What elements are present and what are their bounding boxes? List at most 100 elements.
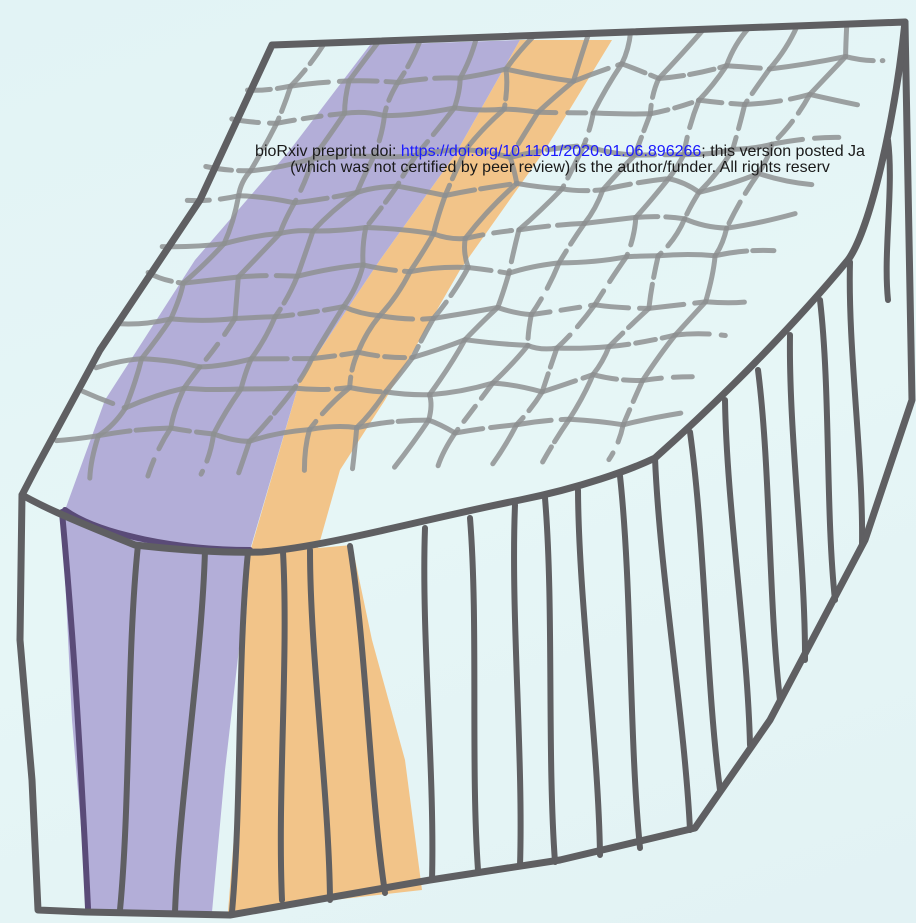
- cell-wall-segment: [313, 156, 374, 159]
- front-cell-wall: [545, 498, 555, 862]
- front-cell-wall: [690, 432, 720, 790]
- cell-wall-segment: [622, 64, 659, 79]
- front-cell-wall: [424, 528, 432, 880]
- cell-wall-segment: [626, 217, 635, 256]
- cell-wall-segment: [585, 217, 636, 223]
- cell-wall-segment: [251, 123, 277, 171]
- purple-band-side: [62, 515, 250, 912]
- cell-wall-segment: [562, 189, 603, 191]
- cell-wall-segment: [675, 334, 725, 336]
- cell-wall-segment: [429, 420, 455, 433]
- cell-wall-segment: [650, 100, 699, 114]
- cell-wall-segment: [493, 425, 517, 464]
- cell-wall-segment: [745, 69, 770, 105]
- cell-wall-segment: [593, 113, 650, 114]
- front-cell-wall: [655, 458, 690, 830]
- cell-wall-segment: [846, 57, 883, 61]
- cell-wall-segment: [241, 388, 294, 389]
- cell-wall-segment: [465, 340, 528, 346]
- cell-wall-segment: [846, 24, 847, 57]
- cell-wall-segment: [509, 263, 559, 273]
- cell-wall-segment: [733, 105, 745, 150]
- cell-wall-segment: [280, 231, 313, 234]
- cell-wall-segment: [455, 425, 516, 433]
- cell-wall-segment: [517, 419, 570, 425]
- cell-wall-segment: [531, 305, 595, 315]
- cell-wall-segment: [649, 256, 658, 309]
- cell-wall-segment: [468, 268, 509, 274]
- front-cell-wall: [850, 262, 862, 545]
- front-cell-wall: [725, 400, 750, 745]
- cell-wall-segment: [493, 383, 543, 392]
- cell-wall-segment: [557, 347, 609, 349]
- cell-wall-segment: [699, 100, 745, 104]
- cell-wall-segment: [184, 388, 241, 389]
- cell-wall-segment: [727, 66, 770, 69]
- cell-wall-segment: [650, 79, 659, 114]
- cell-wall-segment: [715, 250, 774, 255]
- cell-wall-segment: [187, 196, 238, 201]
- cell-wall-segment: [706, 302, 745, 303]
- cell-wall-segment: [685, 219, 727, 228]
- cell-wall-segment: [593, 375, 643, 381]
- cell-wall-segment: [569, 419, 623, 425]
- cell-wall-segment: [395, 420, 429, 467]
- cell-wall-segment: [733, 144, 772, 149]
- cell-wall-segment: [386, 392, 430, 395]
- cell-wall-segment: [595, 257, 627, 305]
- cell-wall-segment: [658, 219, 685, 256]
- front-cell-wall: [470, 518, 478, 870]
- cell-wall-segment: [623, 413, 681, 425]
- cell-wall-segment: [810, 94, 858, 104]
- cell-wall-segment: [623, 381, 642, 425]
- cell-wall-segment: [772, 137, 839, 144]
- cell-wall-segment: [504, 69, 507, 109]
- doi-link[interactable]: https://doi.org/10.1101/2020.01.06.89626…: [401, 143, 701, 160]
- cell-wall-segment: [363, 228, 366, 265]
- cell-wall-segment: [531, 263, 559, 315]
- cell-wall-segment: [509, 230, 519, 273]
- cell-wall-segment: [429, 395, 431, 420]
- front-cell-wall: [758, 370, 780, 700]
- cell-wall-segment: [238, 276, 297, 277]
- cell-wall-segment: [493, 345, 528, 383]
- front-cell-wall: [887, 140, 890, 300]
- cell-wall-segment: [593, 347, 609, 375]
- cell-wall-segment: [498, 308, 532, 315]
- cell-wall-segment: [517, 183, 562, 188]
- cell-wall-segment: [528, 315, 531, 346]
- cell-wall-segment: [559, 223, 585, 263]
- cell-wall-segment: [643, 377, 702, 381]
- cell-wall-segment: [171, 319, 235, 321]
- front-cell-wall: [620, 476, 640, 848]
- cell-wall-segment: [454, 108, 504, 110]
- cell-wall-segment: [584, 113, 593, 146]
- cell-wall-segment: [770, 26, 798, 69]
- cell-wall-segment: [758, 173, 811, 184]
- cell-wall-segment: [622, 32, 631, 64]
- cell-wall-segment: [498, 273, 509, 307]
- cell-wall-segment: [349, 81, 398, 83]
- cell-wall-segment: [235, 277, 238, 319]
- cell-wall-segment: [291, 43, 325, 86]
- cell-wall-segment: [277, 86, 291, 123]
- cell-wall-segment: [727, 28, 750, 66]
- cell-wall-segment: [745, 94, 810, 104]
- orange-band-side: [228, 545, 422, 912]
- cell-wall-segment: [685, 192, 699, 219]
- cell-wall-segment: [595, 305, 649, 309]
- cell-wall-segment: [559, 257, 626, 263]
- cell-wall-segment: [636, 217, 685, 219]
- front-cell-wall: [578, 490, 600, 855]
- cell-wall-segment: [658, 254, 715, 255]
- front-cell-wall: [514, 505, 521, 866]
- cell-wall-segment: [609, 425, 623, 460]
- cell-wall-segment: [310, 427, 357, 430]
- front-cell-wall: [790, 335, 805, 660]
- cell-wall-segment: [706, 256, 716, 302]
- cell-wall-segment: [538, 112, 593, 113]
- cell-wall-segment: [438, 433, 455, 466]
- front-cell-wall: [820, 300, 835, 600]
- cell-wall-segment: [294, 388, 349, 390]
